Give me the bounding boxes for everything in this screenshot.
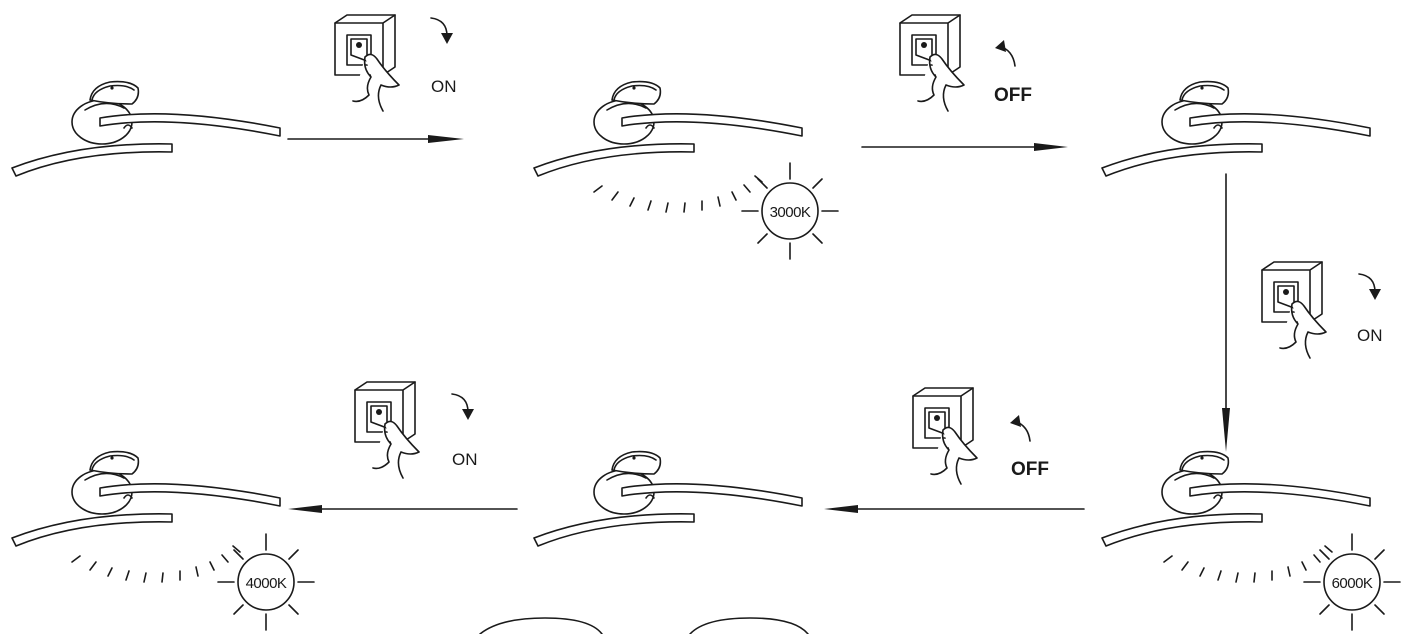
curved-arrow-down-icon-3 — [451, 393, 475, 421]
bottom-arc-right — [689, 617, 809, 634]
bottom-arc-left — [479, 617, 603, 634]
light-rays-4000k — [71, 545, 241, 583]
flow-arrow-right-1 — [287, 135, 464, 143]
light-rays-3000k — [593, 175, 763, 213]
color-temp-label-4000k: 4000K — [246, 575, 287, 592]
lamp-on-6000k — [1101, 450, 1371, 547]
switch-label-off-1: OFF — [994, 85, 1032, 106]
light-rays-6000k — [1163, 545, 1333, 583]
curved-arrow-up-icon-1 — [994, 39, 1016, 67]
lamp-on-3000k — [533, 80, 803, 177]
switch-label-off-2: OFF — [1011, 459, 1049, 480]
lamp-off-1 — [11, 80, 281, 177]
switch-label-on-3: ON — [452, 450, 478, 469]
wall-switch-icon-1 — [334, 14, 400, 112]
wall-switch-icon-3 — [1261, 261, 1327, 359]
color-temp-label-6000k: 6000K — [1332, 575, 1373, 592]
flow-arrow-left-2 — [288, 505, 518, 513]
curved-arrow-up-icon-2 — [1009, 414, 1031, 442]
lamp-off-2 — [1101, 80, 1371, 177]
curved-arrow-down-icon-2 — [1358, 273, 1382, 301]
color-temp-label-3000k: 3000K — [770, 204, 811, 221]
wall-switch-icon-2 — [899, 14, 965, 112]
switch-label-on-2: ON — [1357, 326, 1383, 345]
wall-switch-icon-4 — [912, 387, 978, 485]
flow-arrow-down — [1222, 173, 1230, 452]
flow-arrow-right-2 — [861, 143, 1068, 151]
flow-arrow-left-1 — [824, 505, 1085, 513]
lamp-off-3 — [533, 450, 803, 547]
wall-switch-icon-5 — [354, 381, 420, 479]
switch-label-on-1: ON — [431, 77, 457, 96]
curved-arrow-down-icon-1 — [430, 17, 454, 45]
lamp-on-4000k — [11, 450, 281, 547]
